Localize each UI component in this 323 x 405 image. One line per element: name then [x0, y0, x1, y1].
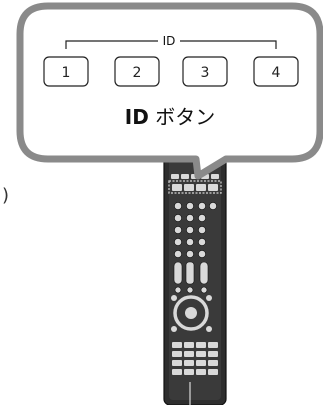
id-button-1-label: 1 — [62, 65, 71, 81]
remote-lower-keys — [172, 342, 218, 375]
id-group-bracket — [65, 40, 277, 49]
id-button-3-label: 3 — [201, 65, 210, 81]
id-button-1: 1 — [43, 56, 89, 87]
id-button-2-label: 2 — [133, 65, 142, 81]
caption-bold: ID — [125, 105, 149, 129]
callout-caption: ID ボタン — [125, 105, 215, 129]
caption-text: ボタン — [149, 105, 215, 129]
remote-round-keys — [174, 202, 217, 258]
id-button-3: 3 — [182, 56, 228, 87]
id-button-2: 2 — [114, 56, 160, 87]
remote-rocker-keys — [173, 261, 209, 294]
remote-control-icon — [163, 142, 227, 405]
id-group-label: ID — [163, 34, 176, 48]
callout-bubble: ID 1 2 3 4 ID ボタン — [16, 2, 323, 180]
id-button-4-label: 4 — [272, 65, 281, 81]
remote-dpad — [171, 295, 212, 332]
left-edge-mark: ) — [2, 185, 9, 206]
id-button-4: 4 — [253, 56, 299, 87]
remote-id-buttons — [168, 180, 222, 194]
